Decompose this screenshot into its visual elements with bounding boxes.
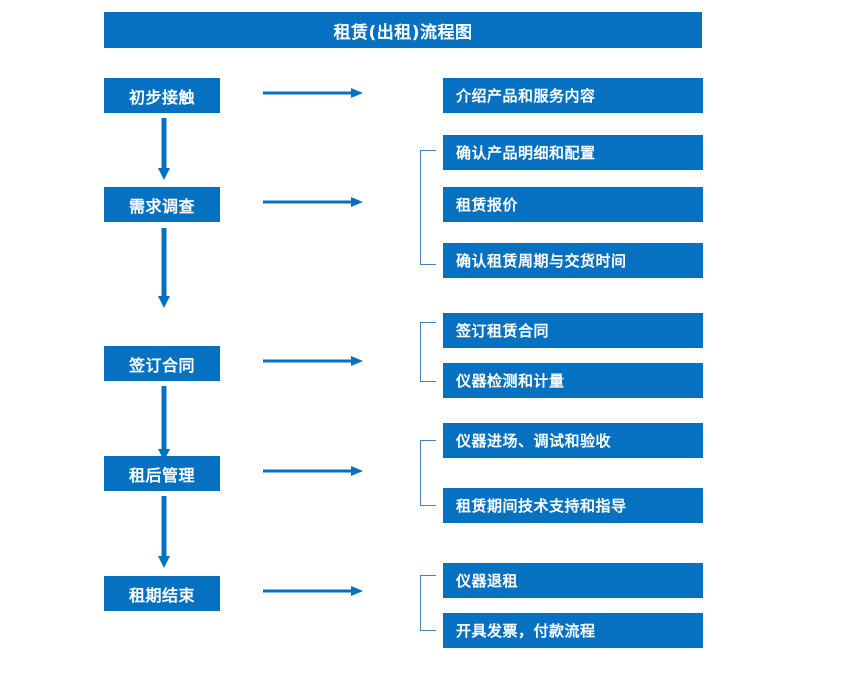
down-arrow-icon-3 — [158, 386, 170, 461]
group-bracket-4 — [420, 440, 436, 506]
task-box-3-1[interactable]: 签订租赁合同 — [443, 313, 703, 348]
stage-box-4[interactable]: 租后管理 — [104, 456, 220, 491]
group-bracket-2 — [420, 150, 436, 265]
down-arrow-icon-1 — [158, 118, 170, 180]
task-box-3-2[interactable]: 仪器检测和计量 — [443, 363, 703, 398]
right-arrow-icon-1 — [263, 88, 363, 98]
task-box-1-1[interactable]: 介绍产品和服务内容 — [443, 78, 703, 113]
stage-box-3[interactable]: 签订合同 — [104, 346, 220, 381]
task-box-2-3[interactable]: 确认租赁周期与交货时间 — [443, 243, 703, 278]
task-box-4-2[interactable]: 租赁期间技术支持和指导 — [443, 488, 703, 523]
down-arrow-icon-4 — [158, 496, 170, 568]
task-box-5-1[interactable]: 仪器退租 — [443, 563, 703, 598]
group-bracket-5 — [420, 575, 436, 631]
stage-box-1[interactable]: 初步接触 — [104, 78, 220, 113]
right-arrow-icon-5 — [263, 586, 363, 596]
right-arrow-icon-4 — [263, 466, 363, 476]
stage-box-5[interactable]: 租期结束 — [104, 576, 220, 611]
diagram-title: 租赁(出租)流程图 — [104, 12, 702, 48]
down-arrow-icon-2 — [158, 228, 170, 308]
task-box-5-2[interactable]: 开具发票，付款流程 — [443, 613, 703, 648]
stage-box-2[interactable]: 需求调查 — [104, 187, 220, 222]
right-arrow-icon-2 — [263, 197, 363, 207]
task-box-2-1[interactable]: 确认产品明细和配置 — [443, 135, 703, 170]
right-arrow-icon-3 — [263, 356, 363, 366]
task-box-4-1[interactable]: 仪器进场、调试和验收 — [443, 423, 703, 458]
group-bracket-3 — [420, 322, 436, 382]
task-box-2-2[interactable]: 租赁报价 — [443, 187, 703, 222]
